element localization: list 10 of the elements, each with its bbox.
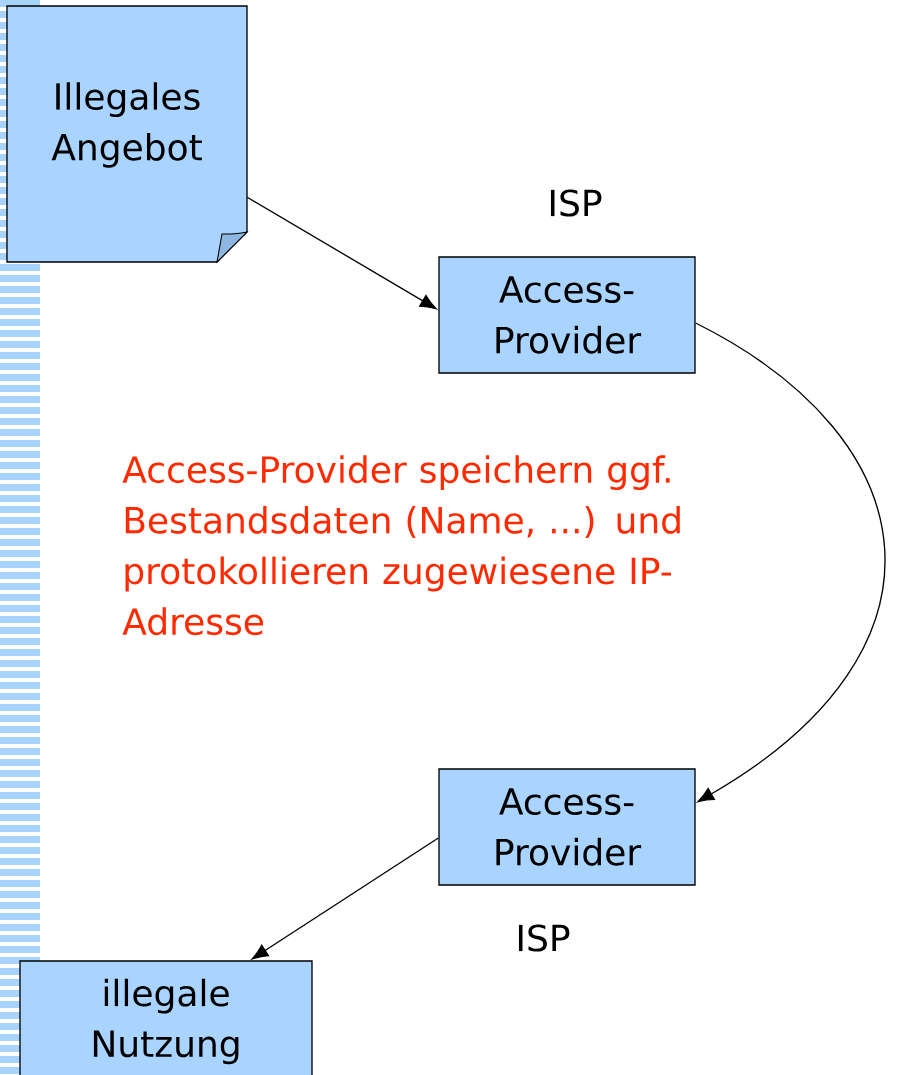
process-box: Access-Provider [438, 256, 696, 374]
side-label: ISP [550, 189, 602, 217]
side-label: ISP [518, 924, 570, 952]
arrow [246, 196, 437, 310]
note-text: Access-Provider speichern ggf. Bestandsdaten (Name, ...) und protokollieren zugewiesene IP-Adresse [122, 455, 680, 636]
note-box: Illegales Angebot [6, 5, 248, 263]
process-box: Access-Provider [438, 768, 696, 886]
arrow [695, 322, 886, 803]
arrow [251, 837, 439, 960]
process-box: illegale Nutzung [19, 960, 313, 1075]
